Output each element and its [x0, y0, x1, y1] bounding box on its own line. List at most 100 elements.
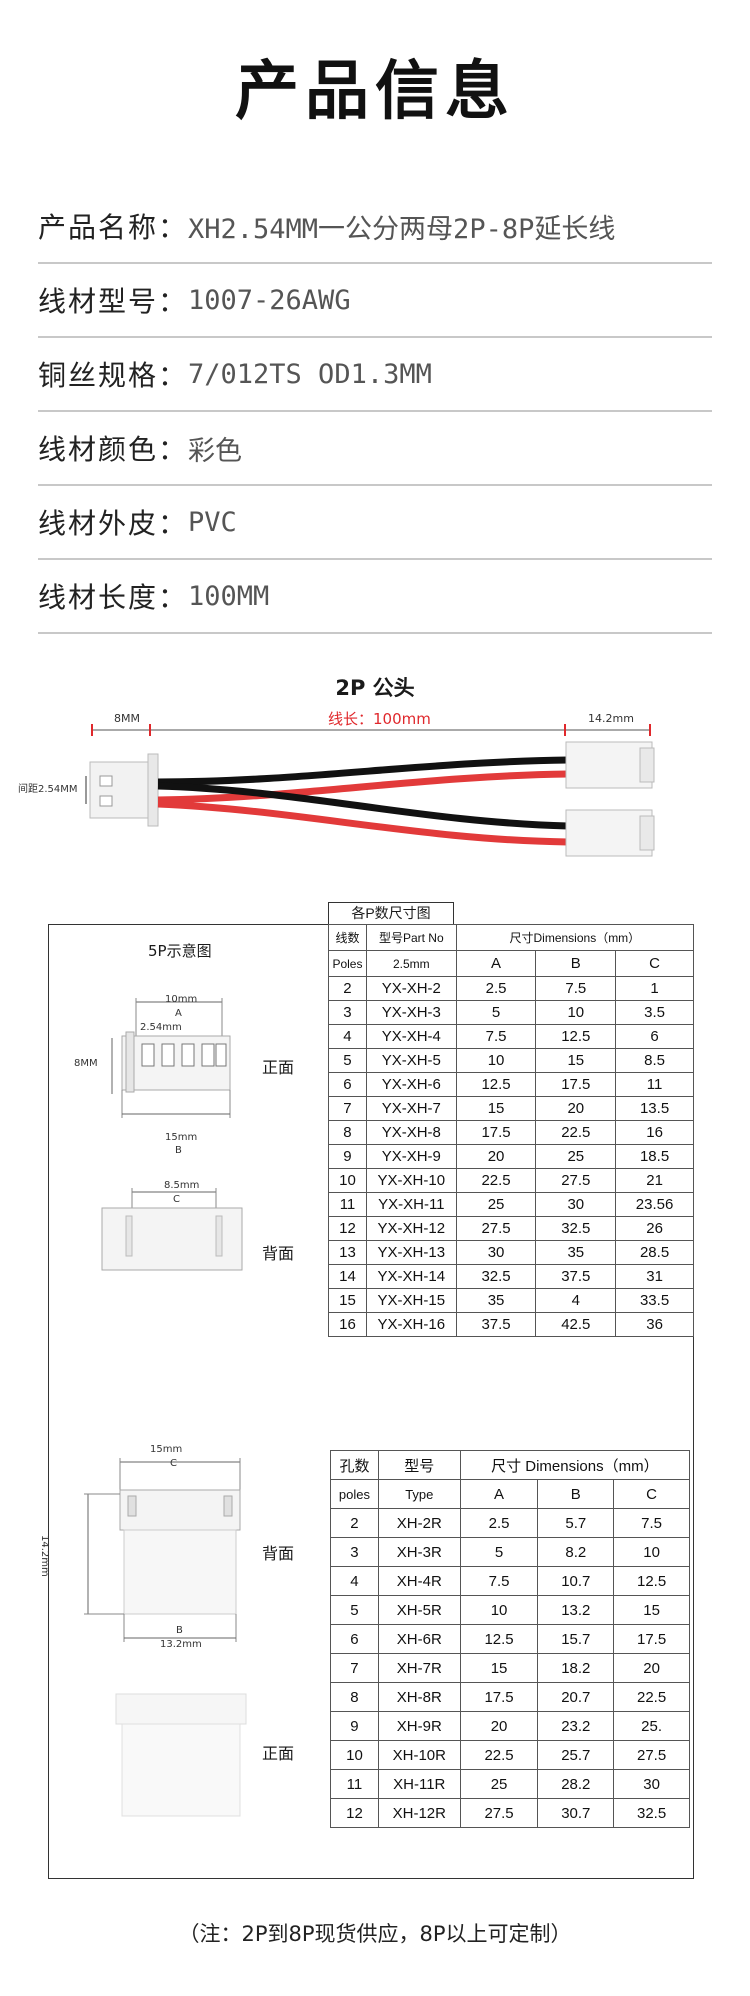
- table-cell: 17.5: [535, 1072, 617, 1097]
- table-cell: 9: [328, 1144, 367, 1169]
- header-cell: 尺寸 Dimensions（mm）: [459, 1450, 691, 1480]
- info-row-wire-color: 线材颜色： 彩色: [38, 412, 712, 486]
- info-label: 线材颜色：: [38, 433, 189, 466]
- table-cell: 33.5: [615, 1288, 694, 1313]
- footnote: （注：2P到8P现货供应，8P以上可定制）: [178, 1922, 572, 1946]
- dim-c-value: 8.5mm: [164, 1180, 200, 1191]
- table-cell: 27.5: [459, 1798, 539, 1828]
- table-cell: 22.5: [455, 1168, 537, 1193]
- dimensions-table-2: 孔数 型号 尺寸 Dimensions（mm） poles Type A B C…: [330, 1450, 691, 1828]
- table-cell: 23.56: [615, 1192, 694, 1217]
- table-cell: 35: [455, 1288, 537, 1313]
- info-label: 线材长度：: [38, 581, 189, 614]
- table-cell: 32.5: [455, 1264, 537, 1289]
- female-back-drawing: [84, 1458, 241, 1642]
- header-cell: C: [613, 1479, 690, 1509]
- table-cell: 5: [459, 1537, 539, 1567]
- table-cell: 17.5: [455, 1120, 537, 1145]
- female-dim-c-value: 15mm: [150, 1444, 183, 1455]
- table-cell: 8: [330, 1682, 379, 1712]
- table-cell: 26: [615, 1216, 694, 1241]
- table-cell: 22.5: [613, 1682, 690, 1712]
- male-back-drawing: [101, 1188, 243, 1271]
- table-cell: 13: [328, 1240, 367, 1265]
- table-cell: 15: [613, 1595, 690, 1625]
- table-cell: 10.7: [537, 1566, 615, 1596]
- table-cell: 7.5: [613, 1508, 690, 1538]
- info-value: 7/012TS OD1.3MM: [188, 358, 432, 390]
- table-cell: 5.7: [537, 1508, 615, 1538]
- info-value: 100MM: [188, 580, 270, 612]
- table-cell: 7: [330, 1653, 379, 1683]
- table-cell: 8.2: [537, 1537, 615, 1567]
- female-dim-b-letter: B: [176, 1625, 183, 1636]
- male-front-drawing: [111, 998, 231, 1118]
- cable-right-dim: 14.2mm: [588, 712, 634, 725]
- table-cell: 12.5: [455, 1072, 537, 1097]
- table-cell: 18.2: [537, 1653, 615, 1683]
- table-cell: YX-XH-2: [365, 976, 457, 1001]
- table-cell: 2.5: [459, 1508, 539, 1538]
- table-cell: 3: [330, 1537, 379, 1567]
- table-cell: 5: [328, 1048, 367, 1073]
- table-cell: YX-XH-9: [365, 1144, 457, 1169]
- table-cell: 18.5: [615, 1144, 694, 1169]
- table-cell: 16: [328, 1312, 367, 1337]
- table-cell: 22.5: [535, 1120, 617, 1145]
- info-row-wire-length: 线材长度： 100MM: [38, 560, 712, 634]
- info-label: 产品名称：: [38, 211, 189, 244]
- header-cell: 2.5mm: [365, 950, 457, 977]
- table-cell: 10: [535, 1000, 617, 1025]
- table-cell: 30: [455, 1240, 537, 1265]
- table-cell: YX-XH-3: [365, 1000, 457, 1025]
- table-cell: 10: [455, 1048, 537, 1073]
- info-label: 线材外皮：: [38, 507, 189, 540]
- table-cell: 28.2: [537, 1769, 615, 1799]
- dim-b-value: 15mm: [165, 1132, 198, 1143]
- table-cell: YX-XH-4: [365, 1024, 457, 1049]
- table-cell: 8.5: [615, 1048, 694, 1073]
- table-cell: XH-6R: [377, 1624, 461, 1654]
- female-back-label: 背面: [262, 1544, 295, 1563]
- cable-illustration: [85, 724, 655, 857]
- table-cell: 6: [330, 1624, 379, 1654]
- header-cell: poles: [330, 1479, 379, 1509]
- table-cell: 10: [459, 1595, 539, 1625]
- table-cell: XH-2R: [377, 1508, 461, 1538]
- table-cell: 12.5: [535, 1024, 617, 1049]
- dim-pitch-value: 2.54mm: [140, 1022, 182, 1033]
- table-cell: 12.5: [613, 1566, 690, 1596]
- table-cell: 15.7: [537, 1624, 615, 1654]
- table-cell: YX-XH-8: [365, 1120, 457, 1145]
- table-cell: 25: [455, 1192, 537, 1217]
- table-cell: YX-XH-15: [365, 1288, 457, 1313]
- info-value: 彩色: [188, 435, 243, 467]
- table-cell: 4: [328, 1024, 367, 1049]
- dim-a-value: 10mm: [165, 994, 198, 1005]
- table-cell: 37.5: [535, 1264, 617, 1289]
- female-dim-b-value: 13.2mm: [160, 1639, 202, 1650]
- table-cell: XH-5R: [377, 1595, 461, 1625]
- table-cell: XH-12R: [377, 1798, 461, 1828]
- table-cell: 12: [328, 1216, 367, 1241]
- dim-a-letter: A: [175, 1008, 182, 1019]
- dim-height-value: 8MM: [74, 1058, 98, 1069]
- table-cell: 5: [455, 1000, 537, 1025]
- table-cell: 13.5: [615, 1096, 694, 1121]
- table-cell: 11: [328, 1192, 367, 1217]
- header-cell: A: [455, 950, 537, 977]
- header-cell: 线数: [328, 924, 367, 951]
- table-cell: 8: [328, 1120, 367, 1145]
- female-front-label: 正面: [262, 1744, 295, 1763]
